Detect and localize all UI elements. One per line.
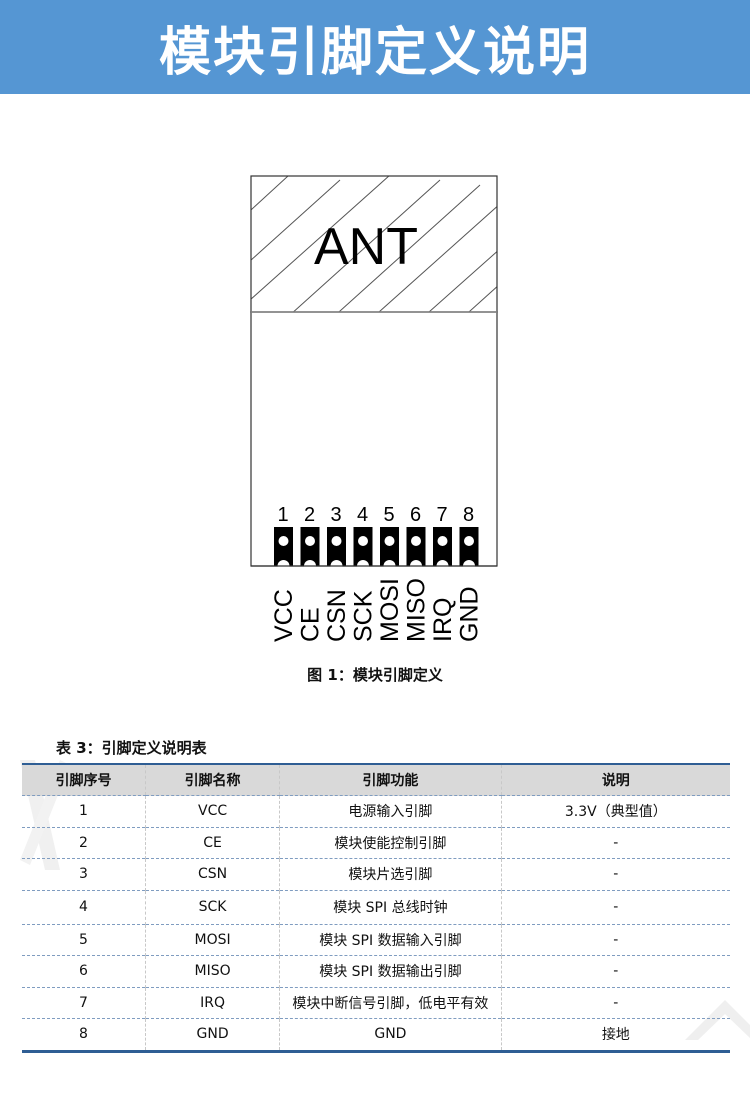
cell-pin-number: 5: [22, 923, 146, 956]
pin-name: CE: [297, 607, 325, 642]
cell-description: -: [500, 923, 730, 956]
pin-name: CSN: [323, 589, 351, 642]
table-row: 3 CSN 模块片选引脚 -: [22, 858, 730, 890]
pin-number: 3: [330, 504, 341, 526]
cell-pin-number: 8: [22, 1018, 146, 1051]
cell-pin-name: CSN: [144, 858, 280, 890]
cell-pin-name: IRQ: [144, 986, 280, 1019]
cell-pin-number: 7: [22, 986, 146, 1019]
pin-number: 8: [463, 504, 474, 526]
pin-definition-table: 引脚序号 引脚名称 引脚功能 说明 1 VCC 电源输入引脚 3.3V（典型值）…: [22, 763, 730, 1053]
pin-number: 4: [357, 504, 368, 526]
cell-description: -: [500, 858, 730, 890]
cell-pin-name: GND: [144, 1018, 280, 1051]
cell-pin-name: CE: [144, 826, 280, 859]
cell-pin-number: 6: [22, 955, 146, 987]
pin-name: SCK: [350, 590, 378, 642]
cell-pin-function: 模块 SPI 总线时钟: [279, 889, 502, 924]
pin-name: GND: [456, 586, 484, 642]
cell-pin-name: SCK: [144, 889, 280, 924]
cell-pin-number: 1: [22, 795, 146, 827]
pin-number: 2: [304, 504, 315, 526]
cell-pin-name: MOSI: [144, 923, 280, 956]
cell-pin-number: 3: [22, 858, 146, 890]
pin-pads: [274, 527, 479, 572]
table-header-row: 引脚序号 引脚名称 引脚功能 说明: [22, 764, 730, 796]
table-caption: 表 3：引脚定义说明表: [56, 739, 207, 757]
pin-names: VCC CE CSN SCK MOSI MISO IRQ GND: [270, 578, 484, 642]
cell-description: -: [500, 889, 730, 924]
cell-pin-number: 4: [22, 889, 146, 924]
pin-name: IRQ: [429, 598, 457, 642]
cell-pin-function: 电源输入引脚: [279, 795, 502, 827]
header-pin-function: 引脚功能: [279, 764, 502, 796]
cell-description: 3.3V（典型值）: [500, 795, 730, 827]
table-row: 4 SCK 模块 SPI 总线时钟 -: [22, 889, 730, 924]
header-description: 说明: [500, 764, 730, 796]
antenna-label: ANT: [314, 218, 418, 276]
pin-number: 5: [383, 504, 394, 526]
pin-name: MISO: [403, 578, 431, 642]
pin-number: 7: [436, 504, 447, 526]
cell-description: -: [500, 955, 730, 987]
header-pin-name: 引脚名称: [144, 764, 280, 796]
title-banner: 模块引脚定义说明: [0, 0, 750, 94]
cell-pin-function: 模块片选引脚: [279, 858, 502, 890]
table-row: 8 GND GND 接地: [22, 1018, 730, 1051]
pin-number: 1: [277, 504, 288, 526]
cell-pin-number: 2: [22, 826, 146, 859]
pin-numbers: 1 2 3 4 5 6 7 8: [277, 504, 474, 526]
table-row: 1 VCC 电源输入引脚 3.3V（典型值）: [22, 795, 730, 827]
page-title: 模块引脚定义说明: [158, 22, 591, 83]
cell-pin-function: 模块 SPI 数据输出引脚: [279, 955, 502, 987]
cell-description: 接地: [500, 1018, 730, 1051]
table-row: 6 MISO 模块 SPI 数据输出引脚 -: [22, 955, 730, 987]
cell-pin-function: GND: [279, 1018, 502, 1051]
table-row: 5 MOSI 模块 SPI 数据输入引脚 -: [22, 923, 730, 956]
table-row: 7 IRQ 模块中断信号引脚，低电平有效 -: [22, 986, 730, 1019]
figure-caption: 图 1：模块引脚定义: [307, 666, 443, 684]
cell-description: -: [500, 986, 730, 1019]
pin-name: VCC: [270, 589, 298, 642]
cell-description: -: [500, 826, 730, 859]
cell-pin-function: 模块中断信号引脚，低电平有效: [279, 986, 502, 1019]
cell-pin-function: 模块 SPI 数据输入引脚: [279, 923, 502, 956]
pin-number: 6: [410, 504, 421, 526]
module-pinout-diagram: ANT 1 2 3 4 5 6 7 8: [250, 175, 498, 642]
antenna-hatch: [251, 176, 497, 312]
table-row: 2 CE 模块使能控制引脚 -: [22, 826, 730, 859]
cell-pin-function: 模块使能控制引脚: [279, 826, 502, 859]
cell-pin-name: VCC: [144, 795, 280, 827]
pin-name: MOSI: [376, 578, 404, 642]
cell-pin-name: MISO: [144, 955, 280, 987]
header-pin-number: 引脚序号: [22, 764, 146, 796]
